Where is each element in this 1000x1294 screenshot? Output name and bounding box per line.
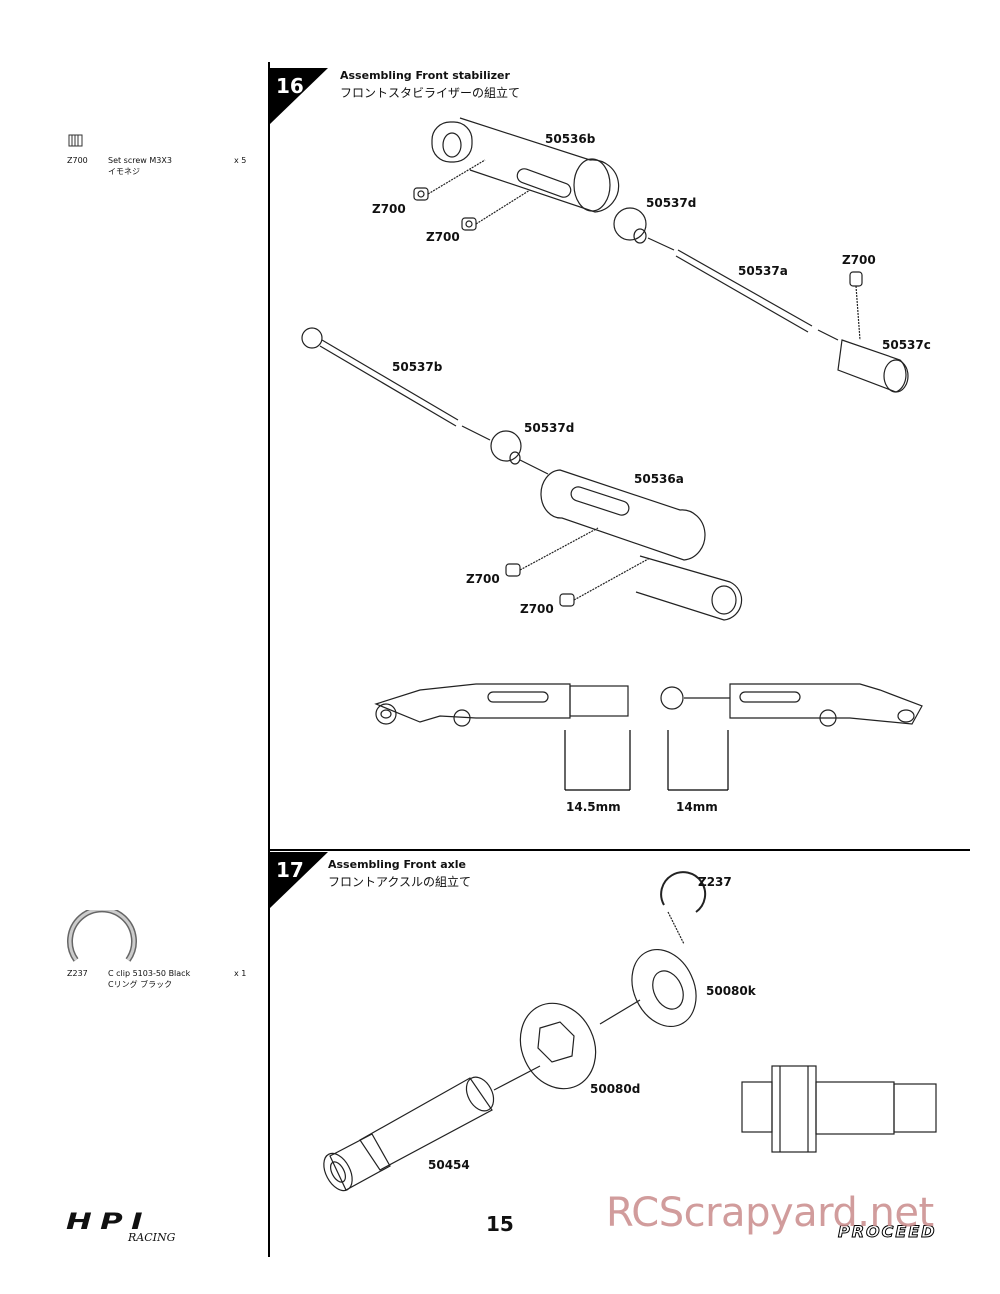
watermark: RCScrapyard.net xyxy=(606,1190,934,1236)
end-50537c xyxy=(837,339,909,393)
label-z700-d: Z700 xyxy=(466,572,500,586)
page-number: 15 xyxy=(486,1212,514,1236)
rod-50537b xyxy=(301,327,459,427)
side-view-right xyxy=(660,683,923,727)
step-17-title-jp: フロントアクスルの組立て xyxy=(328,875,472,889)
label-z237: Z237 xyxy=(698,875,732,889)
label-50537c: 50537c xyxy=(882,338,931,352)
rod-50537a xyxy=(675,249,813,333)
pulley-50080d xyxy=(519,1002,597,1090)
collar-50537d-bot xyxy=(490,430,522,465)
part-code-z700: Z700 xyxy=(67,156,88,165)
collar-50537d-top xyxy=(613,207,647,244)
step-16-badge: 16 xyxy=(270,68,328,124)
part-name-jp-z700: イモネジ xyxy=(108,167,140,176)
step-16-number: 16 xyxy=(276,74,304,98)
logo-main-text: HPI xyxy=(66,1210,152,1235)
label-50537a: 50537a xyxy=(738,264,788,278)
part-qty-z237: x 1 xyxy=(234,969,247,978)
step-17-number: 17 xyxy=(276,858,304,882)
part-name-z700: Set screw M3X3 xyxy=(108,156,172,165)
label-50537d-top: 50537d xyxy=(646,196,697,210)
step-divider xyxy=(270,849,970,851)
dimension-14-5mm: 14.5mm xyxy=(566,800,621,814)
column-divider xyxy=(268,62,270,1257)
part-name-jp-z237: Cリング ブラック xyxy=(108,980,173,989)
washer-50080k xyxy=(631,948,697,1028)
dimension-lines xyxy=(564,730,729,791)
part-qty-z700: x 5 xyxy=(234,156,247,165)
stabilizer-arm-50536a xyxy=(540,469,743,621)
axle-50454 xyxy=(323,1076,495,1192)
part-name-z237: C clip 5103-50 Black xyxy=(108,969,191,978)
c-clip-icon xyxy=(64,906,140,974)
set-screw-icon xyxy=(68,133,84,152)
set-screw-z700-d xyxy=(505,563,521,577)
step-17-badge: 17 xyxy=(270,852,328,908)
c-clip-z237 xyxy=(660,871,707,913)
label-50454: 50454 xyxy=(428,1158,470,1172)
label-z700-a: Z700 xyxy=(372,202,406,216)
label-50536b: 50536b xyxy=(545,132,596,146)
set-screw-z700-c xyxy=(849,271,863,287)
label-z700-b: Z700 xyxy=(426,230,460,244)
product-logo: PROCEED xyxy=(838,1222,937,1242)
step-17-title-en: Assembling Front axle xyxy=(328,858,466,871)
logo-sub-text: RACING xyxy=(128,1231,176,1244)
hpi-racing-logo: HPI RACING xyxy=(66,1210,175,1244)
dimension-14mm: 14mm xyxy=(676,800,718,814)
label-50080d: 50080d xyxy=(590,1082,641,1096)
stabilizer-arm-50536b xyxy=(431,117,620,213)
step-16-title-jp: フロントスタビライザーの組立て xyxy=(340,86,521,100)
side-view-left xyxy=(374,683,629,727)
label-z700-c: Z700 xyxy=(842,253,876,267)
set-screw-z700-a xyxy=(413,187,429,201)
label-50080k: 50080k xyxy=(706,984,756,998)
step-16-title-en: Assembling Front stabilizer xyxy=(340,69,510,82)
part-code-z237: Z237 xyxy=(67,969,88,978)
label-z700-e: Z700 xyxy=(520,602,554,616)
label-50537b: 50537b xyxy=(392,360,443,374)
axle-assembled-view xyxy=(741,1065,937,1153)
set-screw-z700-e xyxy=(559,593,575,607)
label-50536a: 50536a xyxy=(634,472,684,486)
set-screw-z700-b xyxy=(461,217,477,231)
label-50537d-bot: 50537d xyxy=(524,421,575,435)
